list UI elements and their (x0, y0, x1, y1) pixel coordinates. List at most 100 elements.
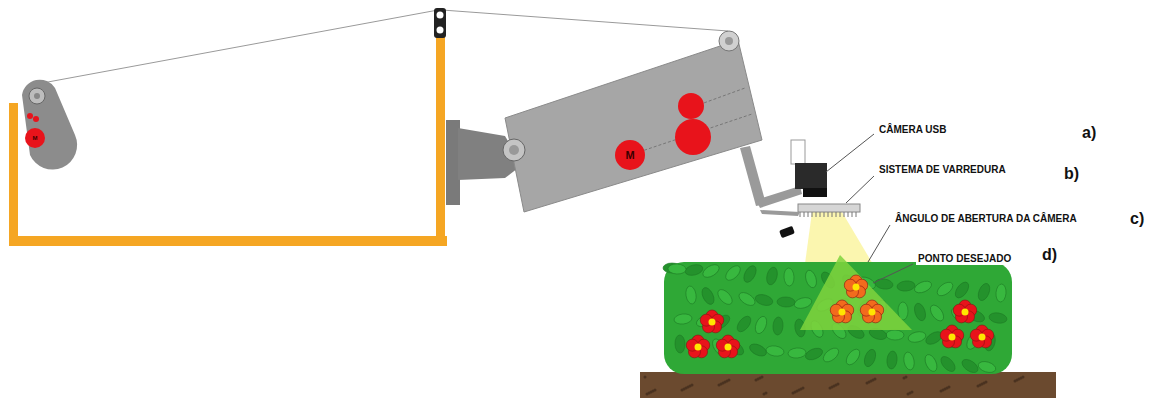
flowers (686, 275, 993, 358)
leaf (754, 293, 774, 308)
flower-center (695, 344, 702, 351)
soil-grain (728, 379, 731, 382)
leaf (793, 296, 813, 310)
leaf (748, 342, 769, 359)
leaf (938, 354, 957, 374)
frame-base (9, 236, 447, 246)
soil-grain (761, 376, 764, 379)
leaf (784, 268, 795, 286)
flower (700, 310, 723, 333)
leaf (923, 353, 940, 374)
soil-grain (802, 387, 805, 390)
soil-grain (1022, 376, 1025, 379)
leaf (976, 282, 992, 302)
leaf (821, 345, 841, 364)
comb-tooth (828, 212, 829, 217)
soil-texture (644, 376, 1025, 396)
leaf (902, 351, 915, 371)
flower (953, 300, 976, 323)
comb-tooth (812, 212, 813, 217)
winch-axis (34, 93, 40, 99)
pivot (503, 139, 525, 161)
leaf (844, 347, 863, 367)
comb-tooth (836, 212, 837, 217)
leaf (804, 346, 824, 362)
soil (640, 372, 1056, 398)
leader-line (873, 264, 913, 283)
gear (675, 119, 711, 155)
motor-letter: M (33, 135, 38, 141)
callout-text: ÂNGULO DE ABERTURA DA CÂMERA (893, 213, 1079, 225)
leaf (673, 313, 692, 325)
leaf (701, 262, 722, 280)
pivot-axis (509, 145, 519, 155)
comb-tooth (816, 212, 817, 217)
motor-symbol: M (25, 128, 45, 148)
arm (505, 40, 762, 212)
leaf (684, 263, 704, 277)
leaf (804, 269, 819, 289)
comb-tooth (808, 212, 809, 217)
flower-center (962, 309, 969, 316)
motor-letter: M (625, 149, 634, 161)
flower-center (853, 284, 860, 291)
leaf (862, 348, 878, 368)
flower-center (979, 334, 986, 341)
soil-grain (874, 378, 877, 381)
frame-post (436, 22, 445, 246)
callout-text: SISTEMA DE VARREDURA (877, 164, 1008, 176)
leaf (735, 314, 754, 334)
comb-tooth (844, 212, 845, 217)
flower-center (709, 319, 716, 326)
leader-line (846, 176, 874, 203)
leaf (953, 280, 972, 300)
support-rod (756, 186, 802, 208)
bar-arm (760, 210, 800, 216)
soil-grain (644, 376, 647, 379)
field-on-plants (800, 255, 912, 330)
soil-grain (911, 391, 914, 394)
leaf (765, 345, 784, 358)
comb-tooth (840, 212, 841, 217)
comb-tooth (856, 212, 857, 217)
leaf (886, 351, 898, 370)
flower-center (725, 344, 732, 351)
leaf (907, 330, 927, 344)
leaf (788, 347, 807, 359)
leaf (685, 285, 698, 304)
leaf (988, 312, 1007, 325)
soil-grain (948, 386, 951, 389)
leaf (675, 335, 686, 353)
flower (844, 275, 867, 298)
mount-plate (446, 120, 460, 205)
top-pulley (434, 8, 446, 38)
flower (686, 335, 709, 358)
comb-tooth (832, 212, 833, 217)
leaf (772, 317, 783, 336)
flower (970, 325, 993, 348)
arm-pulley-axis (725, 37, 733, 45)
leaf (715, 287, 735, 307)
callout-text: CÂMERA USB (877, 124, 948, 136)
leaf (935, 280, 955, 299)
callout-text: PONTO DESEJADO (916, 253, 1013, 265)
leaf (874, 278, 893, 290)
leaf (668, 264, 686, 275)
soil-grain (985, 381, 988, 384)
comb-tooth (804, 212, 805, 217)
flower (940, 325, 963, 348)
camera-mount (791, 140, 805, 164)
flower (860, 300, 883, 323)
winch-gear (27, 113, 33, 119)
callout-letter: c) (1128, 210, 1146, 228)
support-rod (740, 146, 766, 206)
frame-post (9, 103, 18, 246)
scanning-bar (798, 204, 860, 212)
leaf (913, 279, 933, 295)
flower-center (949, 334, 956, 341)
leaf (753, 315, 769, 335)
leaf (700, 286, 717, 307)
camera-lens (803, 188, 827, 197)
